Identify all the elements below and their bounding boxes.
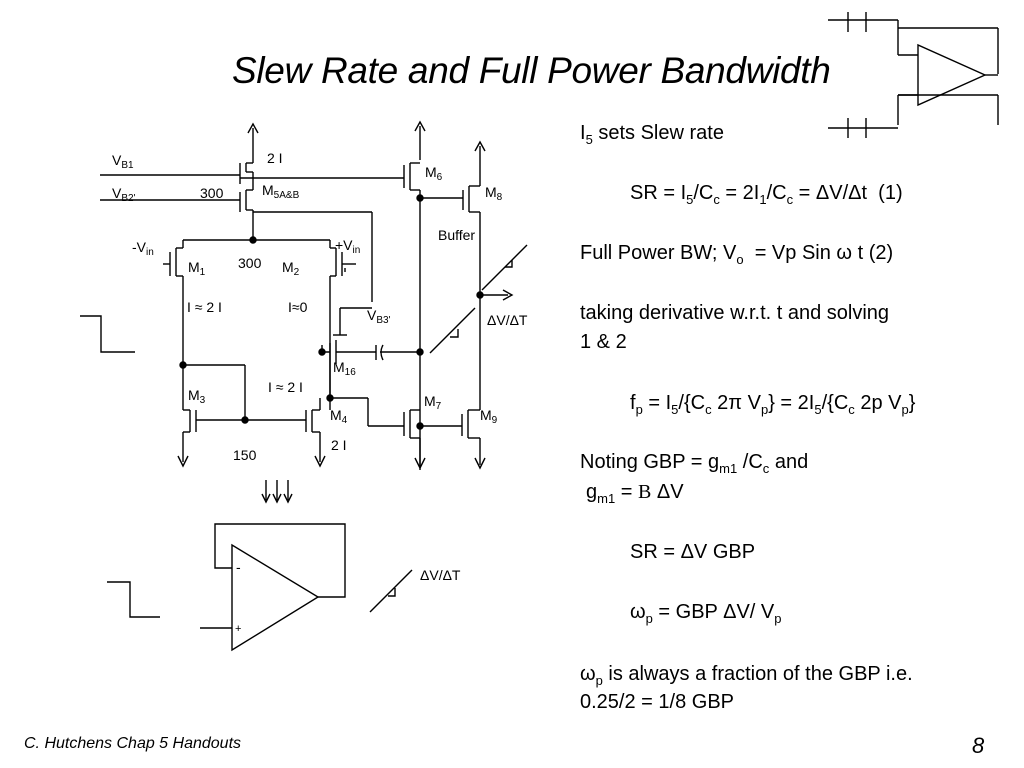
m4-label: M4 [330,407,348,426]
slide-title: Slew Rate and Full Power Bandwidth [232,50,831,91]
resistor-150: 150 [233,447,257,463]
fraction-line2: 0.25/2 = 1/8 GBP [580,691,734,713]
mini-opamp-icon [828,12,999,138]
wp-equation: ωp = GBP ΔV/ Vp [630,601,782,626]
gm1-equation: gm1 = B ΔV [586,481,684,506]
vb3-label: VB3' [367,307,391,326]
derivative-line1: taking derivative w.r.t. t and solving [580,302,890,324]
sr-gbp-equation: SR = ΔV GBP [630,541,756,563]
m2-label: M2 [282,259,300,278]
dvdt-top-label: ΔV/ΔT [487,312,528,328]
current-2i-b-label: 2 I [331,437,347,453]
m3-label: M3 [188,387,206,406]
opamp-plus-label: + [235,623,241,635]
vb2-label: VB2' [112,185,136,204]
current-i-approx-2i: I ≈ 2 I [187,299,222,315]
buffer-label: Buffer [438,227,475,243]
page-number: 8 [972,733,985,758]
pos-vin-label: +Vin [335,237,360,256]
neg-vin-label: -Vin [132,239,154,258]
current-i-approx-0: I≈0 [288,299,308,315]
fraction-line1: ωp is always a fraction of the GBP i.e. [580,663,913,688]
m1-label: M1 [188,259,206,278]
full-power-bw: Full Power BW; Vo = Vp Sin ω t (2) [580,242,894,267]
derivative-line2: 1 & 2 [580,331,627,353]
vb1-label: VB1 [112,152,134,171]
slew-rate-line: I5 sets Slew rate [580,122,724,147]
dvdt-bottom-label: ΔV/ΔT [420,567,461,583]
sr-equation: SR = I5/Cc = 2I1/Cc = ΔV/Δt (1) [630,182,903,207]
current-i-approx-2i-b: I ≈ 2 I [268,379,303,395]
opamp-minus-label: - [236,559,241,575]
m16-label: M16 [333,359,356,378]
current-2i-label: 2 I [267,150,283,166]
m9-label: M9 [480,407,498,426]
fp-equation: fp = I5/{Cc 2π Vp} = 2I5/{Cc 2p Vp} [630,392,916,417]
m8-label: M8 [485,184,503,203]
resistor-300-b: 300 [238,255,262,271]
footer-source: C. Hutchens Chap 5 Handouts [24,735,242,752]
resistor-300-a: 300 [200,185,224,201]
m6-label: M6 [425,164,443,183]
m5-label: M5A&B [262,182,300,201]
gbp-note: Noting GBP = gm1 /Cc and [580,451,809,476]
m7-label: M7 [424,393,442,412]
